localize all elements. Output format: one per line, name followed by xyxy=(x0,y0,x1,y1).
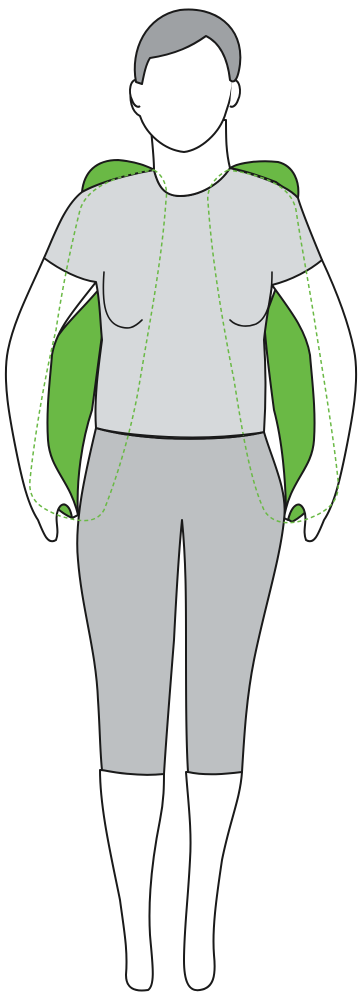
lower-legs xyxy=(100,770,242,990)
right-lower-leg xyxy=(184,772,242,990)
left-lower-leg xyxy=(100,770,164,990)
